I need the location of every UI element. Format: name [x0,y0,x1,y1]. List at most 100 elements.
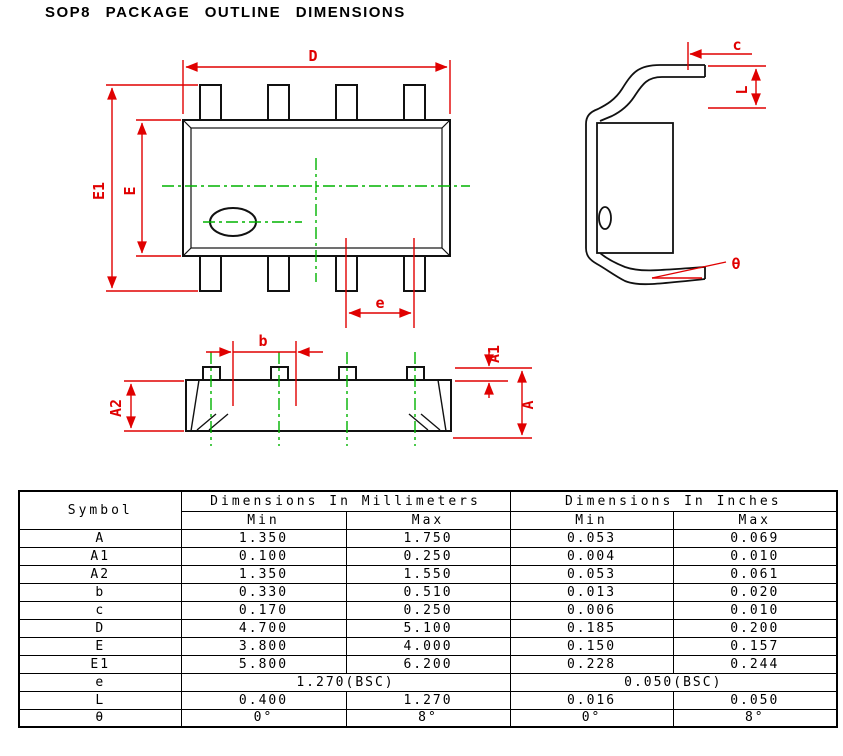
side-view-dimensions [651,42,766,279]
table-row: θ 0° 8° 0° 8° [18,708,838,728]
symbol-cell: e [18,672,182,692]
dim-label-c: c [732,36,741,54]
dim-label-L: L [733,85,751,94]
front-view-centerlines [210,352,416,446]
dim-label-D: D [308,47,317,65]
pin [267,84,290,121]
value-cell: 0.010 [672,546,838,566]
value-cell: 0.069 [672,528,838,548]
symbol-cell: D [18,618,182,638]
value-cell: 1.550 [345,564,511,584]
value-cell: 5.100 [345,618,511,638]
table-header-row: Symbol Dimensions In Millimeters Dimensi… [18,490,838,530]
value-cell: 0.250 [345,546,511,566]
value-cell: 0.053 [509,528,674,548]
symbol-cell: E [18,636,182,656]
header-mm-min: Min [180,510,347,530]
pin [267,255,290,292]
front-view-labels: b A1 A2 A [107,332,537,417]
dim-label-A1: A1 [485,345,503,363]
dim-label-E1: E1 [90,182,108,200]
symbol-cell: b [18,582,182,602]
pin [403,84,426,121]
top-view-dimensions [106,60,451,328]
dimensions-table: Symbol Dimensions In Millimeters Dimensi… [18,490,839,728]
value-cell: 0.150 [509,636,674,656]
symbol-cell: A1 [18,546,182,566]
value-cell: 0.200 [672,618,838,638]
top-view-centerlines [162,158,470,282]
lead-profile-inner-bottom [599,252,706,272]
side-view-labels: c L θ [731,36,751,273]
table-row: A1 0.100 0.250 0.004 0.010 [18,546,838,566]
value-cell: 8° [672,708,838,728]
package-outline-drawing: D E1 E e c L [90,36,766,446]
value-cell: 8° [345,708,511,728]
pin [199,255,222,292]
dim-label-e: e [375,294,384,312]
table-row: E 3.800 4.000 0.150 0.157 [18,636,838,656]
side-body [596,122,674,254]
table-row: E1 5.800 6.200 0.228 0.244 [18,654,838,674]
value-cell: 0.185 [509,618,674,638]
lead-profile-inner-top [599,76,705,122]
value-cell: 0.400 [180,690,347,710]
value-cell-mm-bsc: 1.270(BSC) [180,672,511,692]
symbol-cell: θ [18,708,182,728]
value-cell: 3.800 [180,636,347,656]
value-cell: 0.228 [509,654,674,674]
value-cell: 4.000 [345,636,511,656]
symbol-cell: A2 [18,564,182,584]
value-cell: 0.170 [180,600,347,620]
side-view-body [585,64,706,286]
front-view-dimensions [124,341,532,439]
value-cell: 5.800 [180,654,347,674]
pin [199,84,222,121]
value-cell: 1.270 [345,690,511,710]
header-in-max: Max [672,510,838,530]
table-row: A2 1.350 1.550 0.053 0.061 [18,564,838,584]
value-cell: 6.200 [345,654,511,674]
value-cell: 1.750 [345,528,511,548]
lead-profile-outer [585,64,706,286]
value-cell: 0.053 [509,564,674,584]
front-body [185,379,452,432]
value-cell: 0.050 [672,690,838,710]
value-cell: 0.330 [180,582,347,602]
symbol-cell: E1 [18,654,182,674]
page-title: SOP8 PACKAGE OUTLINE DIMENSIONS [45,4,406,21]
value-cell: 0° [509,708,674,728]
header-in-min: Min [509,510,674,530]
value-cell: 0.013 [509,582,674,602]
value-cell: 0.250 [345,600,511,620]
value-cell: 0.004 [509,546,674,566]
value-cell: 0° [180,708,347,728]
dim-label-E: E [121,186,139,195]
side-pin1-dimple [598,206,612,230]
value-cell-in-bsc: 0.050(BSC) [509,672,838,692]
table-row: D 4.700 5.100 0.185 0.200 [18,618,838,638]
value-cell: 0.157 [672,636,838,656]
table-row: b 0.330 0.510 0.013 0.020 [18,582,838,602]
pin [335,84,358,121]
value-cell: 0.020 [672,582,838,602]
value-cell: 1.350 [180,528,347,548]
dim-label-theta: θ [731,255,740,273]
value-cell: 0.100 [180,546,347,566]
value-cell: 0.510 [345,582,511,602]
table-row: A 1.350 1.750 0.053 0.069 [18,528,838,548]
header-symbol: Symbol [18,490,182,530]
header-mm-max: Max [345,510,511,530]
table-row: c 0.170 0.250 0.006 0.010 [18,600,838,620]
value-cell: 0.016 [509,690,674,710]
table-row-bsc: e 1.270(BSC) 0.050(BSC) [18,672,838,692]
front-view-body [185,366,452,432]
top-view-labels: D E1 E e [90,47,385,312]
header-millimeters: Dimensions In Millimeters [180,490,511,512]
table-row: L 0.400 1.270 0.016 0.050 [18,690,838,710]
value-cell: 0.006 [509,600,674,620]
symbol-cell: A [18,528,182,548]
value-cell: 4.700 [180,618,347,638]
symbol-cell: L [18,690,182,710]
